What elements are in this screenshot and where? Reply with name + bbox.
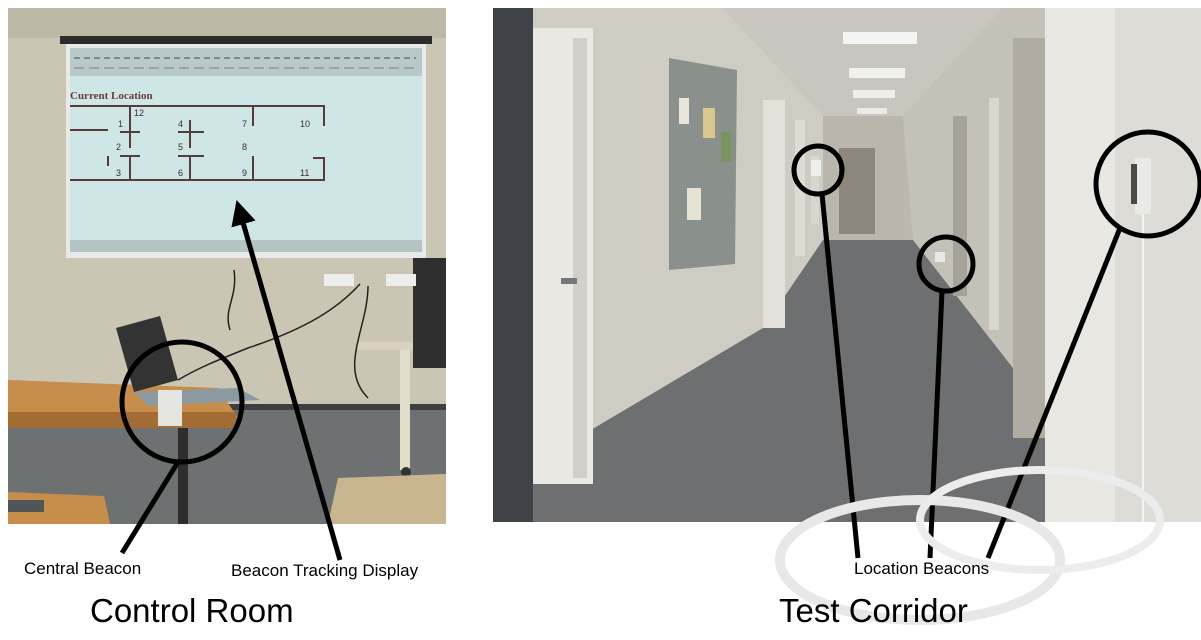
- control-room-photo: Current Location 1 2 3 4 5 6 7 8 9 10 11…: [8, 8, 446, 524]
- room-number-1: 1: [118, 119, 124, 129]
- room-number-9: 9: [242, 168, 248, 178]
- screen-heading: Current Location: [70, 90, 153, 102]
- room-number-3: 3: [116, 168, 122, 178]
- room-number-4: 4: [178, 119, 184, 129]
- floor-plan-map: [70, 105, 325, 181]
- location-beacon-3: [1135, 158, 1151, 214]
- notice-board: [669, 58, 737, 270]
- room-number-10: 10: [300, 119, 311, 129]
- beacon-tracking-display-label: Beacon Tracking Display: [231, 561, 419, 580]
- room-number-11: 11: [300, 168, 310, 178]
- test-corridor-photo: [493, 8, 1201, 522]
- room-number-12: 12: [134, 108, 145, 118]
- central-beacon-label: Central Beacon: [24, 559, 142, 578]
- room-number-7: 7: [242, 119, 248, 129]
- location-beacon-1: [811, 160, 821, 176]
- central-beacon-device: [158, 390, 182, 426]
- room-number-2: 2: [116, 142, 122, 152]
- room-number-8: 8: [242, 142, 248, 152]
- location-beacons-label: Location Beacons: [854, 559, 990, 578]
- location-beacon-2: [935, 252, 945, 262]
- room-number-6: 6: [178, 168, 184, 178]
- control-room-caption: Control Room: [90, 592, 294, 629]
- test-corridor-caption: Test Corridor: [779, 592, 968, 629]
- room-number-5: 5: [178, 142, 184, 152]
